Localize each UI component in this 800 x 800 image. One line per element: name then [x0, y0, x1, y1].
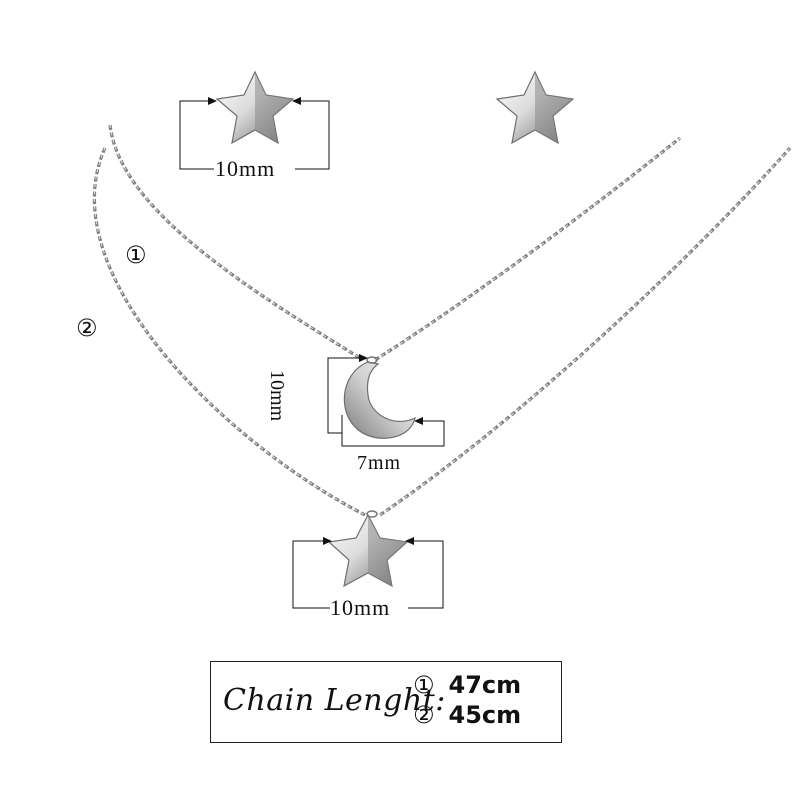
dimension-arrow-icon [179, 97, 330, 170]
star-stud-icon [495, 70, 575, 145]
star-stud-icon [215, 70, 295, 145]
stud-width-label: 10mm [215, 156, 276, 181]
chain-2 [92, 146, 792, 517]
moon-width-label: 7mm [357, 452, 402, 474]
legend-row-2-marker: ② [413, 701, 435, 729]
legend-row-2-length: 45cm [448, 701, 522, 729]
dimension-arrow-icon [292, 537, 444, 609]
moon-height-label: 10mm [266, 370, 288, 422]
legend-row-2: ② 45cm [413, 702, 521, 728]
chain-length-legend: Chain Lenght: ① 47cm ② 45cm [210, 661, 562, 743]
star-pendant-icon [327, 510, 409, 588]
chain-2-marker: ② [76, 314, 98, 342]
star-pendant-width-label: 10mm [330, 595, 391, 620]
chain-1 [108, 124, 681, 362]
legend-title: Chain Lenght: [223, 683, 446, 718]
chain-1-marker: ① [125, 241, 147, 269]
legend-row-1: ① 47cm [413, 672, 521, 698]
dimension-arrow-icon [327, 354, 445, 447]
legend-row-1-length: 47cm [448, 671, 522, 699]
legend-row-1-marker: ① [413, 671, 435, 699]
moon-pendant-icon [343, 356, 416, 439]
